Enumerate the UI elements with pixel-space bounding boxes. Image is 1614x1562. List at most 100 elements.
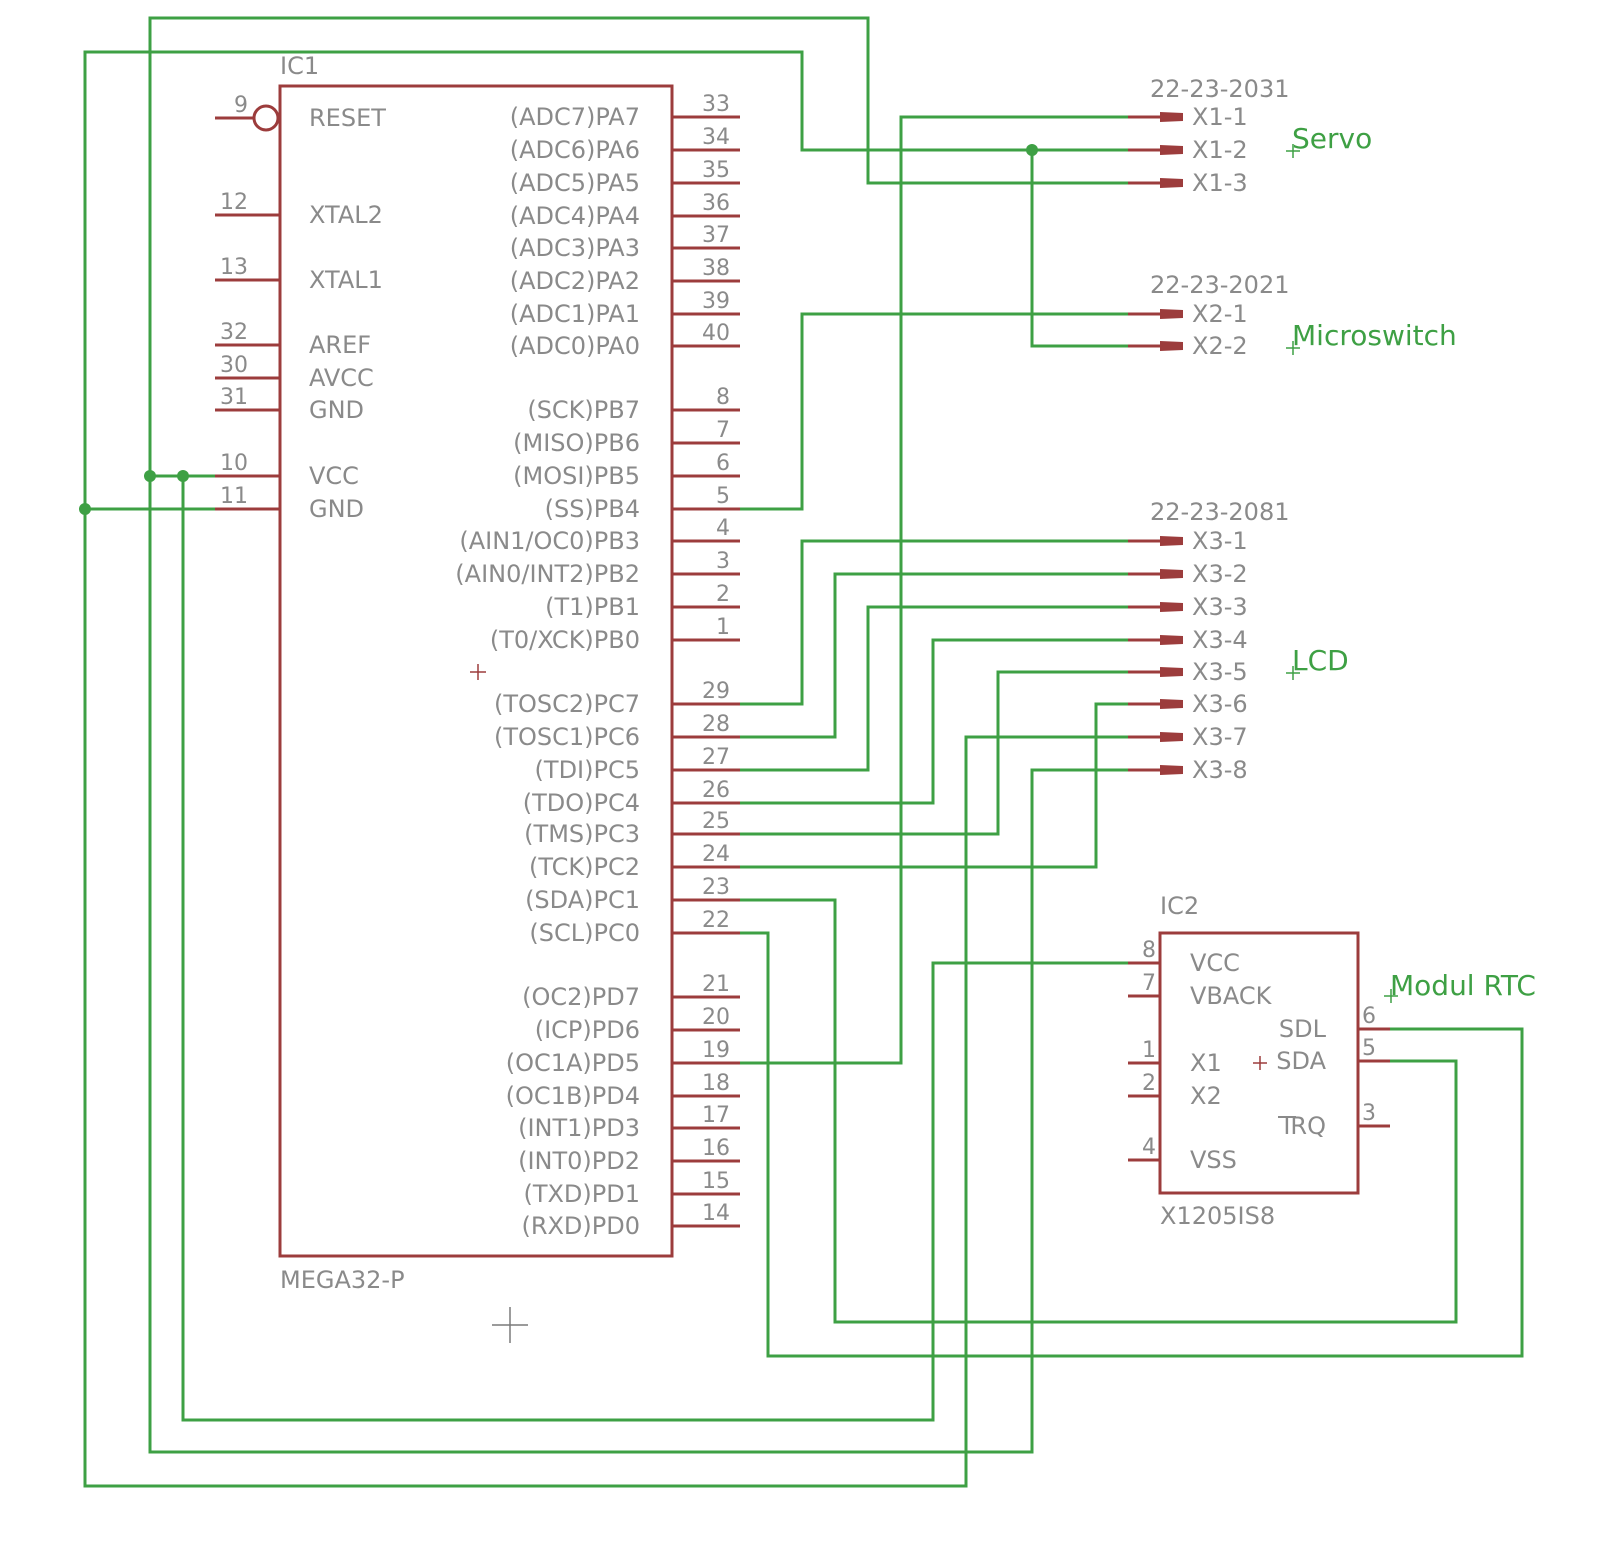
ic2-pin-number: 4	[1142, 1135, 1156, 1160]
connector-pin-contact	[1160, 112, 1183, 122]
ic1-pin-label: (MISO)PB6	[513, 429, 640, 457]
ic1-pin-label: (ADC5)PA5	[510, 169, 640, 197]
connector-part-number: 22-23-2031	[1150, 75, 1289, 103]
ic2-name: IC2	[1160, 892, 1199, 920]
ic1-pin-label: (ADC4)PA4	[510, 202, 640, 230]
ic1-pin-number: 10	[220, 451, 248, 476]
ic1-pin-label: (TDI)PC5	[535, 756, 640, 784]
ic1-pin-label: XTAL1	[309, 266, 383, 294]
ic2-pin-label: X1	[1190, 1049, 1222, 1077]
connector-label: LCD	[1292, 644, 1349, 677]
ic2-pin-label: X2	[1190, 1082, 1222, 1110]
ic1-pin-number: 11	[220, 484, 248, 509]
connector-pin-contact	[1160, 145, 1183, 155]
ic1-pin-label: (AIN1/OC0)PB3	[459, 527, 640, 555]
ic2-value: X1205IS8	[1160, 1202, 1275, 1230]
ic1-name: IC1	[280, 52, 319, 80]
ic1-pin-label: RESET	[309, 104, 386, 132]
wire-segment	[740, 605, 1128, 772]
ic1-pin-label: GND	[309, 396, 364, 424]
connector-pin-contact	[1160, 699, 1183, 709]
ic2-pin-label: VSS	[1190, 1146, 1237, 1174]
ic1-pin-label: (AIN0/INT2)PB2	[455, 560, 640, 588]
ic1-pin-label: (TOSC2)PC7	[494, 690, 640, 718]
ic1-pin-number: 19	[702, 1038, 730, 1063]
ic1-pin-number: 26	[702, 778, 730, 803]
connector-pin-label: X3-1	[1192, 527, 1248, 555]
ic1-pin-number: 38	[702, 256, 730, 281]
wire-segment	[740, 670, 1128, 836]
wire-segment	[740, 702, 1128, 869]
wire-segment	[740, 539, 1128, 706]
ic1-pin-number: 23	[702, 875, 730, 900]
connector-pin-contact	[1160, 765, 1183, 775]
ic1-pin-label: (MOSI)PB5	[513, 462, 640, 490]
ic1-pin-number: 16	[702, 1136, 730, 1161]
ic1-pin-number: 3	[716, 549, 730, 574]
ic1-pin-number: 18	[702, 1071, 730, 1096]
ic1-pin-label: GND	[309, 495, 364, 523]
wire-segment	[148, 476, 1128, 1454]
ic1-pin-label: (TXD)PD1	[523, 1180, 640, 1208]
ic1-pin-number: 14	[702, 1201, 730, 1226]
ic1-pin-label: (ADC3)PA3	[510, 234, 640, 262]
ic1-pin-number: 29	[702, 679, 730, 704]
ic1-pin-label: (SCL)PC0	[529, 919, 640, 947]
connector-pin-label: X3-4	[1192, 626, 1248, 654]
wire-segment	[740, 638, 1128, 805]
connector-pin-label: X3-7	[1192, 723, 1248, 751]
ic1-pin-number: 35	[702, 158, 730, 183]
ic1-pin-number: 24	[702, 842, 730, 867]
ic1-pin-label: XTAL2	[309, 201, 383, 229]
ic1-pin-number: 27	[702, 745, 730, 770]
ic1-pin-number: 15	[702, 1169, 730, 1194]
ic2-pin-number: 7	[1142, 971, 1156, 996]
connector-pin-label: X3-8	[1192, 756, 1248, 784]
wire-segment	[740, 312, 1128, 511]
ic1-pin-number: 32	[220, 320, 248, 345]
ic1-pin-label: (ICP)PD6	[535, 1016, 640, 1044]
connector-pin-contact	[1160, 536, 1183, 546]
ic1-pin-label: (TCK)PC2	[529, 853, 640, 881]
connector-pin-contact	[1160, 341, 1183, 351]
ic1-pin-label: (SCK)PB7	[527, 396, 640, 424]
ic1-pin-number: 20	[702, 1005, 730, 1030]
wire-segment	[181, 476, 1128, 1422]
wire-junction	[79, 503, 91, 515]
connector-pin-contact	[1160, 602, 1183, 612]
ic1-pin-label: (ADC7)PA7	[510, 103, 640, 131]
ic1-pin-number: 7	[716, 418, 730, 443]
connector-pin-label: X1-3	[1192, 169, 1248, 197]
connector-pin-label: X2-2	[1192, 332, 1248, 360]
ic2-pin-label: VCC	[1190, 949, 1240, 977]
ic2-module-label: Modul RTC	[1390, 969, 1536, 1002]
wire-segment	[83, 50, 1128, 511]
connector-pin-label: X1-1	[1192, 103, 1248, 131]
ic1-pin-label: (ADC2)PA2	[510, 267, 640, 295]
ic1-pin-label: (SDA)PC1	[525, 886, 640, 914]
ic2-pin-label: IRQ	[1283, 1112, 1326, 1140]
connector-part-number: 22-23-2021	[1150, 271, 1289, 299]
ic1-pin-label: (TOSC1)PC6	[494, 723, 640, 751]
ic2-pin-number: 6	[1362, 1004, 1376, 1029]
ic1-pin-number: 5	[716, 484, 730, 509]
ic1-pin-number: 25	[702, 809, 730, 834]
ic1-body	[278, 84, 674, 1258]
connector-pin-label: X3-6	[1192, 690, 1248, 718]
wire-junction	[144, 470, 156, 482]
wire-junction	[1026, 144, 1038, 156]
ic1-pin-number: 17	[702, 1103, 730, 1128]
connector-label: Microswitch	[1292, 319, 1457, 352]
ic1-pin-number: 30	[220, 353, 248, 378]
ic1-pin-number: 28	[702, 712, 730, 737]
connector-pin-contact	[1160, 635, 1183, 645]
connector-pin-contact	[1160, 667, 1183, 677]
ic1-pin-label: (ADC0)PA0	[510, 332, 640, 360]
ic2-pin-label: SDL	[1279, 1015, 1327, 1043]
connector-pin-contact	[1160, 732, 1183, 742]
connector-pin-contact	[1160, 569, 1183, 579]
ic2-pin-number: 5	[1362, 1036, 1376, 1061]
ic1-pin-number: 22	[702, 908, 730, 933]
wire-segment	[740, 898, 1458, 1324]
ic1-pin-label: (OC1A)PD5	[506, 1049, 640, 1077]
